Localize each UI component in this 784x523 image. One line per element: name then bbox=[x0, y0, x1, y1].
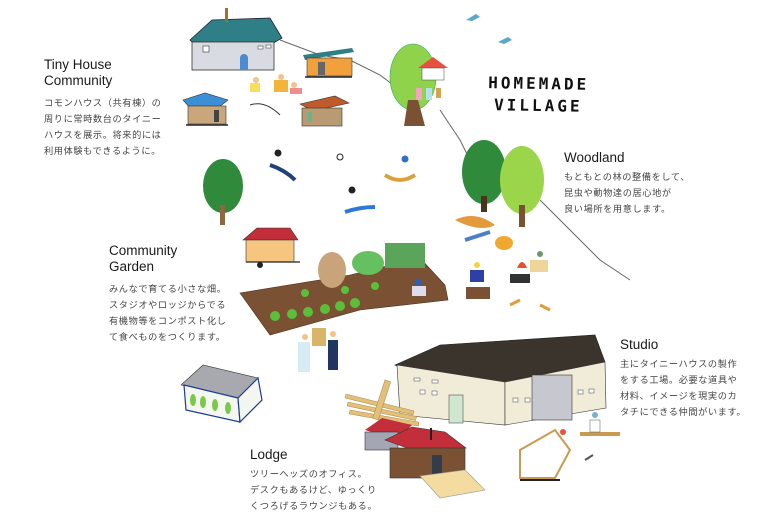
people-sitting-icon bbox=[249, 74, 302, 116]
area-description: コモンハウス（共有棟）の 周りに常時数台のタイニー ハウスを展示。将来的には 利… bbox=[44, 98, 162, 157]
area-title: Woodland bbox=[564, 150, 625, 165]
area-label-woodland: Woodland もともとの林の整備をして、 昆虫や動物達の居心地が 良い場所を… bbox=[564, 150, 690, 218]
common-house-icon bbox=[189, 8, 283, 71]
workers-building-icon bbox=[519, 412, 620, 481]
area-title: Tiny House Community bbox=[44, 57, 113, 88]
area-label-studio: Studio 主にタイニーハウスの製作 をする工場。必要な道具や 材料、イメージ… bbox=[620, 337, 746, 421]
bird-icon bbox=[466, 14, 512, 44]
area-description: 主にタイニーハウスの製作 をする工場。必要な道具や 材料、イメージを現実のカ タ… bbox=[620, 359, 747, 418]
logo-line-2: VILLAGE bbox=[493, 95, 583, 116]
greenhouse-icon bbox=[180, 364, 263, 424]
area-title: Lodge bbox=[250, 447, 288, 462]
lodge-building-icon bbox=[364, 418, 486, 499]
garden-plot-icon bbox=[239, 243, 449, 336]
studio-building-icon bbox=[394, 334, 607, 426]
area-description: もともとの林の整備をして、 昆虫や動物達の居心地が 良い場所を用意します。 bbox=[564, 172, 691, 215]
woodland-trees-icon bbox=[462, 140, 544, 227]
tree-left-icon bbox=[203, 159, 243, 225]
area-label-lodge: Lodge ツリーヘッズのオフィス。 デスクもあるけど、ゆっくり くつろげるラウ… bbox=[250, 447, 377, 515]
homemade-village-logo: HOMEMADE VILLAGE bbox=[488, 72, 590, 118]
woodland-animals-icon bbox=[455, 216, 551, 312]
tiny-house-brown-icon bbox=[299, 95, 350, 127]
logo-line-1: HOMEMADE bbox=[488, 73, 590, 94]
area-description: ツリーヘッズのオフィス。 デスクもあるけど、ゆっくり くつろげるラウンジもある。 bbox=[250, 469, 378, 512]
area-title: Studio bbox=[620, 337, 659, 352]
area-description: みんなで育てる小さな畑。 スタジオやロッジからでる 有機物等をコンポスト化し て… bbox=[109, 284, 227, 343]
area-label-community-garden: Community Garden みんなで育てる小さな畑。 スタジオやロッジから… bbox=[109, 243, 226, 346]
tiny-house-orange-icon bbox=[303, 48, 354, 78]
treehouse-icon bbox=[389, 43, 448, 126]
area-title: Community Garden bbox=[109, 243, 178, 274]
people-carrying-basket-icon bbox=[298, 328, 338, 372]
tiny-house-red-icon bbox=[242, 227, 300, 268]
lumber-pile-icon bbox=[344, 379, 420, 427]
area-label-tiny-house-community: Tiny House Community コモンハウス（共有棟）の 周りに常時数… bbox=[44, 57, 161, 160]
people-playing-icon bbox=[269, 149, 417, 214]
tiny-house-blue-icon bbox=[182, 92, 229, 126]
